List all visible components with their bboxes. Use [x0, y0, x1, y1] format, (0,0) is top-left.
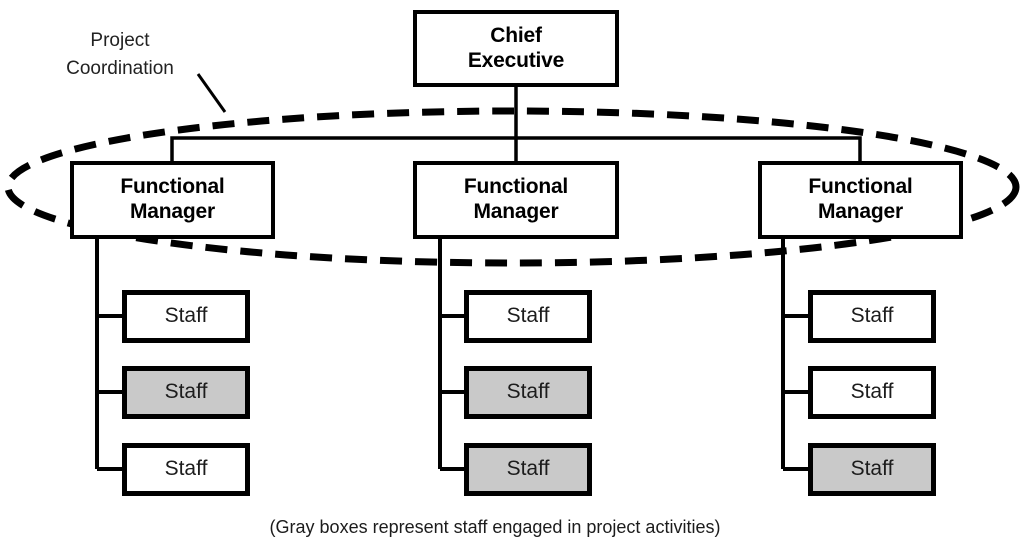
functional-manager-label: Functional Manager: [808, 175, 913, 223]
staff-box: Staff: [808, 290, 936, 343]
staff-label: Staff: [850, 304, 894, 328]
annotation-pointer-line: [196, 73, 227, 113]
staff-box: Staff: [808, 443, 936, 496]
functional-manager-box-3: Functional Manager: [758, 161, 963, 239]
staff-box: Staff: [122, 290, 250, 343]
functional-manager-box-2: Functional Manager: [413, 161, 619, 239]
project-coordination-ellipse: [4, 107, 1020, 267]
chief-executive-label: Chief Executive: [467, 23, 565, 72]
staff-label: Staff: [164, 304, 208, 328]
staff-connector-right: [781, 238, 808, 471]
functional-manager-label: Functional Manager: [463, 175, 569, 223]
staff-box: Staff: [122, 443, 250, 496]
staff-label: Staff: [164, 380, 208, 404]
project-coordination-label: Project Coordination: [66, 30, 174, 79]
staff-label: Staff: [506, 380, 550, 404]
chief-executive-box: Chief Executive: [413, 10, 619, 87]
staff-label: Staff: [164, 457, 208, 481]
staff-connector-middle: [438, 238, 464, 471]
staff-box: Staff: [122, 366, 250, 419]
hierarchy-connector: [170, 86, 862, 161]
staff-connector-left: [95, 238, 122, 471]
functional-manager-label: Functional Manager: [120, 175, 225, 223]
staff-box: Staff: [464, 366, 592, 419]
caption: (Gray boxes represent staff engaged in p…: [269, 517, 721, 537]
staff-label: Staff: [506, 304, 550, 328]
staff-label: Staff: [850, 380, 894, 404]
staff-box: Staff: [464, 290, 592, 343]
functional-manager-box-1: Functional Manager: [70, 161, 275, 239]
staff-label: Staff: [850, 457, 894, 481]
staff-box: Staff: [808, 366, 936, 419]
staff-label: Staff: [506, 457, 550, 481]
staff-box: Staff: [464, 443, 592, 496]
